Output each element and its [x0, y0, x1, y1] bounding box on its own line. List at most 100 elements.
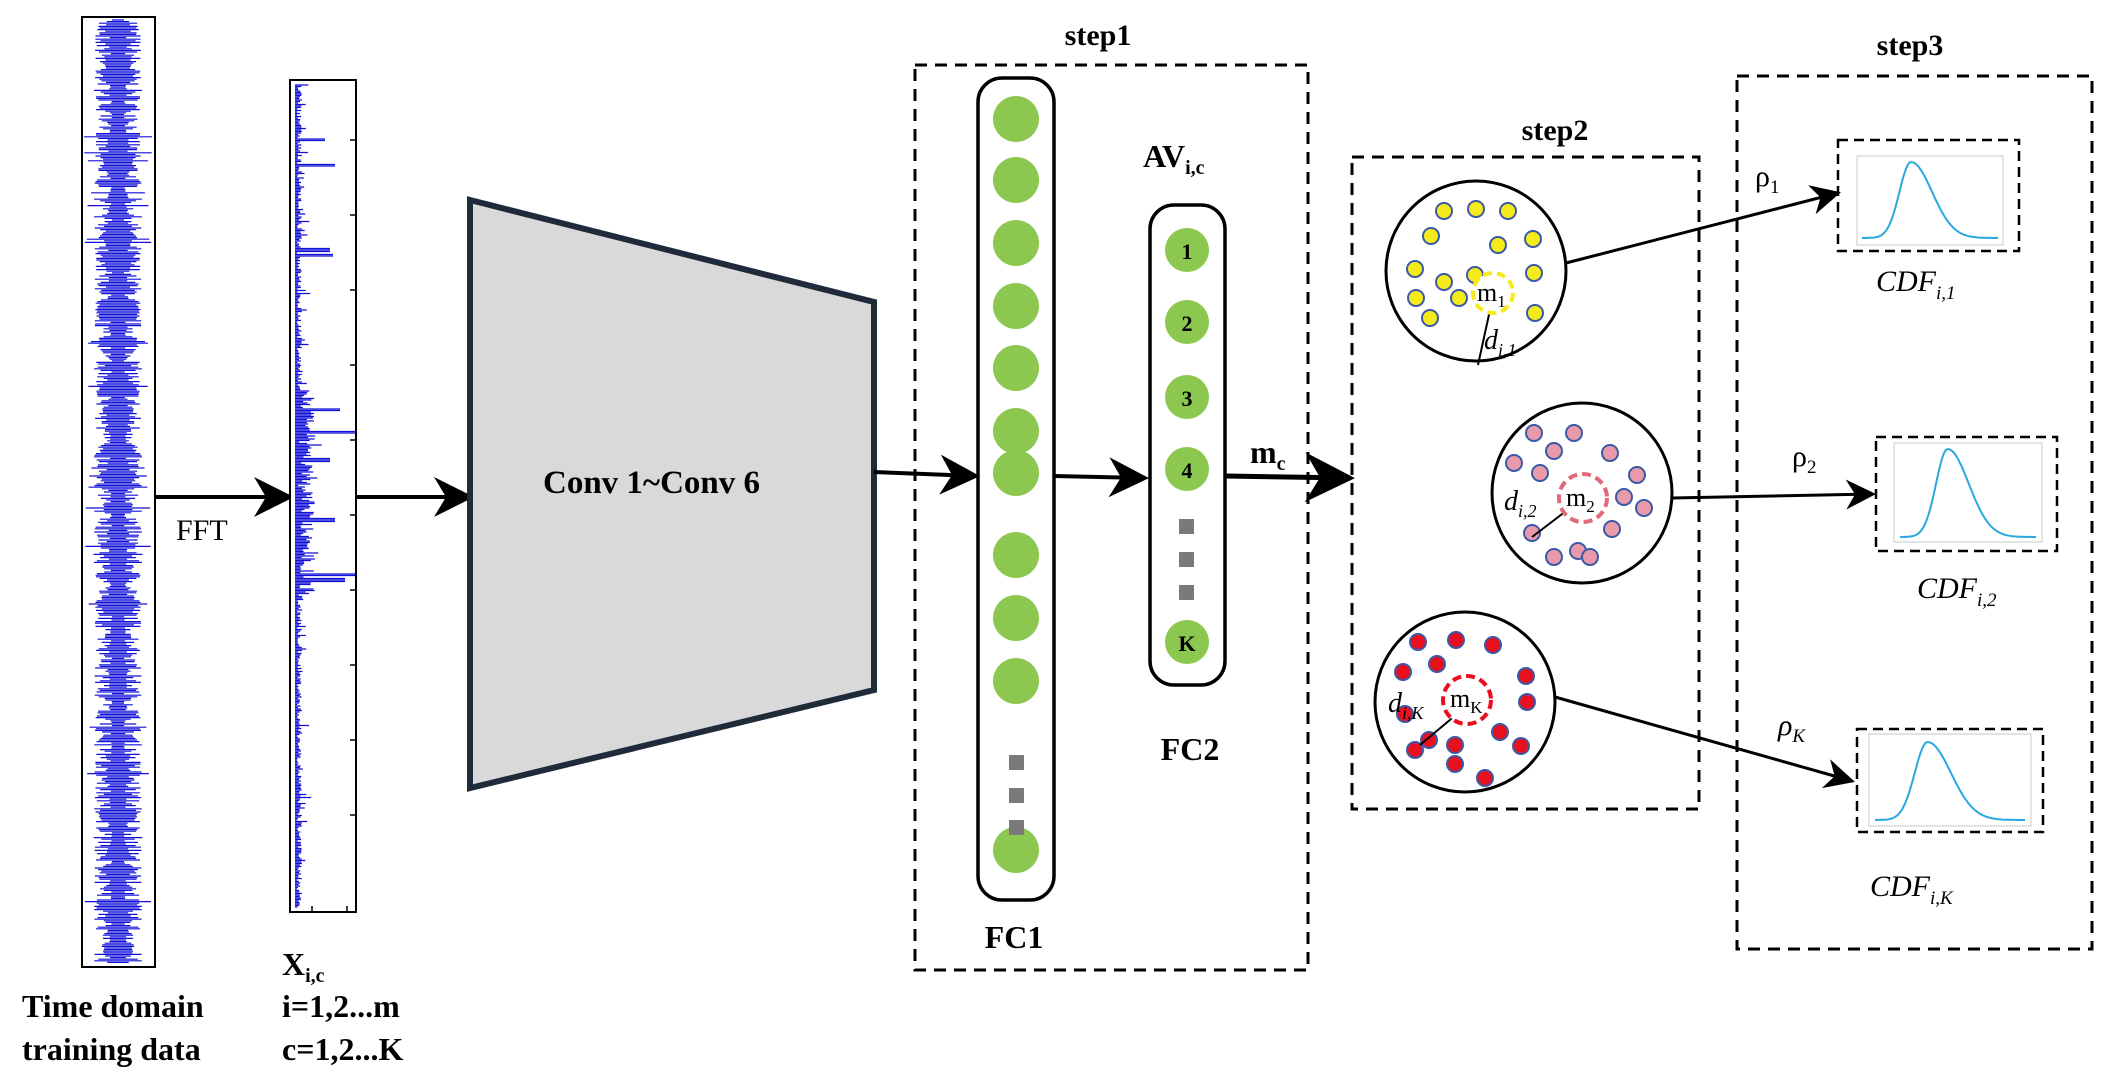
fc2-layer: [1148, 203, 1227, 687]
fc2-node-2: 2: [1165, 300, 1209, 344]
cluster-1-center-label: m1: [1477, 278, 1506, 311]
cluster-point: [1603, 520, 1621, 538]
cluster-2: m2 di,2: [1490, 401, 1674, 585]
fc1-node: [993, 595, 1039, 641]
cluster-point: [1467, 200, 1485, 218]
spectrum-axis-ticks: [311, 139, 356, 912]
cluster-point: [1615, 488, 1633, 506]
fc2-to-step2-arrow: [1224, 452, 1355, 503]
cluster-point: [1420, 731, 1438, 749]
fc1-ellipsis-dot: [1009, 788, 1024, 803]
rho-k-label: ρK: [1777, 709, 1806, 747]
caption-training-data: training data: [22, 1031, 201, 1067]
step1-title: step1: [1065, 19, 1132, 52]
cluster-k-center-ring: [1441, 674, 1493, 726]
rho-1-label: ρ1: [1755, 160, 1779, 198]
cdf-2-label: CDFi,2: [1917, 572, 1997, 611]
cdf-1-label: CDFi,1: [1876, 265, 1956, 304]
rho-k-main: ρ: [1777, 709, 1792, 742]
fc2-node-label-2: 2: [1182, 311, 1193, 336]
cluster-2-center-sub: 2: [1586, 497, 1595, 516]
fc1-node: [993, 157, 1039, 203]
conv-label: Conv 1~Conv 6: [543, 465, 760, 501]
cluster-k-distance-label: di,K: [1388, 688, 1425, 723]
fc1-ellipsis-dot: [1009, 755, 1024, 770]
step3-title: step3: [1877, 29, 1944, 62]
mc-label-main: m: [1250, 434, 1277, 470]
mc-label-sub: c: [1277, 453, 1286, 475]
cdf-1-main: CDF: [1876, 265, 1937, 298]
cluster-1-center-main: m: [1477, 278, 1497, 307]
cdf-1-plot: [1836, 138, 2021, 253]
fc1-node: [993, 532, 1039, 578]
rho-2-label: ρ2: [1792, 440, 1816, 478]
cluster-point: [1524, 230, 1542, 248]
fc1-node: [993, 827, 1039, 873]
cluster-1-center-ring: [1471, 271, 1515, 315]
fc1-label: FC1: [985, 919, 1044, 955]
cluster-2-points: [1505, 424, 1653, 566]
fc2-node-label-4: 4: [1182, 458, 1193, 483]
fc1-nodes: [993, 96, 1039, 873]
cluster-point: [1545, 548, 1563, 566]
cluster-2-distance-sub: i,2: [1518, 501, 1537, 521]
input-label-main: X: [282, 946, 305, 982]
step1-box: [913, 63, 1310, 972]
cluster-point: [1446, 736, 1464, 754]
cluster-1-distance-sub: i,1: [1498, 340, 1517, 360]
cluster-k-distance-line: [1419, 713, 1458, 746]
cluster-point: [1525, 264, 1543, 282]
cluster-point: [1518, 693, 1536, 711]
fc1-to-fc2-arrow: [1053, 457, 1149, 498]
fc2-node-4: 4: [1165, 447, 1209, 491]
rho-2-sub: 2: [1807, 457, 1817, 478]
cluster-point: [1517, 667, 1535, 685]
fc2-node-1: 1: [1165, 228, 1209, 272]
cluster-point: [1409, 633, 1427, 651]
cluster-2-center-label: m2: [1566, 483, 1595, 516]
cluster-point: [1394, 663, 1412, 681]
cluster-k-distance-sub: i,K: [1402, 703, 1425, 723]
time-domain-signal-panel: [81, 16, 156, 968]
cdf-2-main: CDF: [1917, 572, 1978, 605]
cdf-k-curve: [1875, 740, 2025, 821]
fc1-node: [993, 345, 1039, 391]
conv-block: [467, 196, 877, 792]
cdf-2-plot: [1874, 435, 2059, 553]
cluster-point: [1421, 309, 1439, 327]
fc1-node: [993, 408, 1039, 454]
step2-box: [1350, 155, 1701, 811]
cluster-k-distance-main: d: [1388, 688, 1403, 719]
cluster-point: [1422, 227, 1440, 245]
frequency-spectrum-waveform: [295, 84, 355, 908]
cluster-point: [1525, 424, 1543, 442]
cluster-1-distance-line: [1477, 309, 1491, 366]
cluster-point: [1407, 289, 1425, 307]
fc1-ellipsis-dot: [1009, 820, 1024, 835]
fc2-node-label-1: 1: [1182, 239, 1193, 264]
index-c-range: c=1,2...K: [282, 1031, 403, 1067]
cluster-point: [1489, 236, 1507, 254]
cluster-point: [1531, 464, 1549, 482]
fc1-node: [993, 220, 1039, 266]
cluster-point: [1601, 444, 1619, 462]
rho-1-main: ρ: [1755, 160, 1770, 193]
fft-label: FFT: [176, 514, 228, 547]
cdf-k-sub: i,K: [1930, 888, 1954, 909]
cluster-1-distance-label: di,1: [1484, 325, 1517, 360]
cdf-k-label: CDFi,K: [1870, 870, 1954, 909]
cluster-point: [1505, 454, 1523, 472]
cdf-k-main: CDF: [1870, 870, 1931, 903]
cluster-point: [1526, 304, 1544, 322]
fc2-node-label-3: 3: [1182, 386, 1193, 411]
cluster-1: m1 di,1: [1384, 179, 1568, 366]
time-waveform-trace: [84, 19, 152, 963]
fc2-node-label-k: K: [1178, 631, 1195, 656]
cluster-point: [1635, 499, 1653, 517]
rho-1-arrow: [1565, 185, 1841, 265]
cluster-point: [1406, 260, 1424, 278]
cluster-1-distance-main: d: [1484, 325, 1499, 356]
time-domain-waveform: [84, 19, 152, 963]
cluster-2-center-main: m: [1566, 483, 1586, 512]
